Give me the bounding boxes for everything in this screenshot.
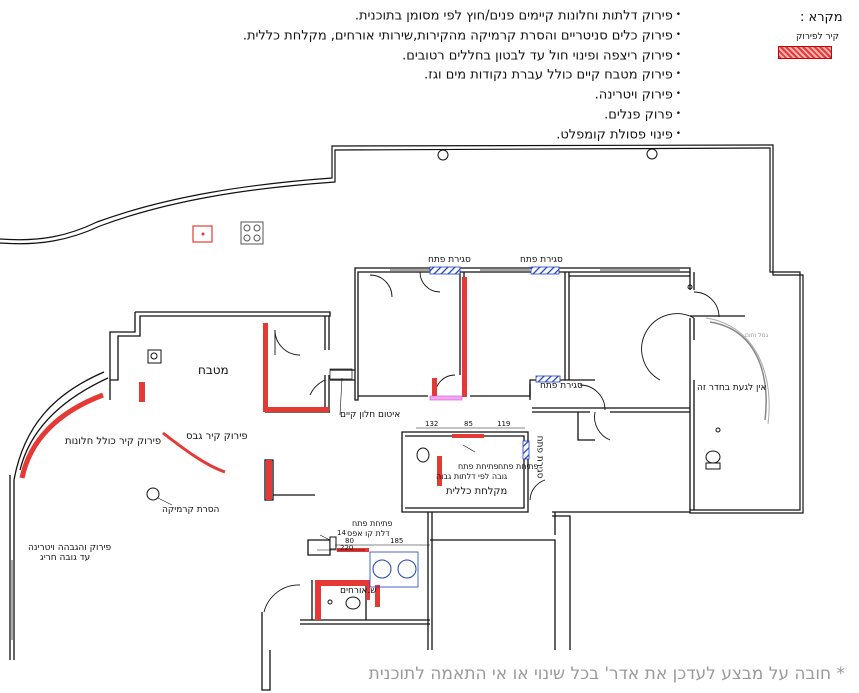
balcony-arc xyxy=(709,321,767,421)
note-item: פינוי פסולת קומפלט. xyxy=(161,125,681,145)
label-to-height: עד גובה חריג xyxy=(40,553,91,563)
label-door-close: סגירת פתח xyxy=(540,381,583,391)
dimension-lines xyxy=(317,427,525,551)
label-small-note: גמל וחום xyxy=(745,332,769,339)
label-door-close-vertical: סגירת פתח xyxy=(534,435,545,479)
label-window-existing: איטום חלון קיים xyxy=(340,410,401,420)
label-bathroom-general: מקלחת כללית xyxy=(446,486,508,497)
dimension-85: 85 xyxy=(464,420,473,428)
demolish-curved-wall xyxy=(19,392,104,479)
label-opening-height: גובה לפי דלתות גבוה xyxy=(436,472,508,481)
label-no-touch-room: אין לגעת בחדר זה xyxy=(697,383,767,393)
note-item: פירוק דלתות וחלונות קיימים פנים/חוץ לפי … xyxy=(161,6,681,26)
label-door-close: סגירת פתח xyxy=(520,255,563,265)
outer-wall-bumps xyxy=(437,148,658,161)
label-guest-wc: ש.אורחים xyxy=(340,586,377,596)
dimension-132: 132 xyxy=(425,420,439,428)
label-opening: פתיחת פתח xyxy=(458,462,499,471)
note-item: פירוק ריצפה ופינוי חול עד לבטון בחללים ר… xyxy=(161,46,681,66)
demolition-notes: פירוק דלתות וחלונות קיימים פנים/חוץ לפי … xyxy=(161,6,681,144)
note-item: פירוק כלים סניטריים והסרת קרמיקה מהקירות… xyxy=(161,26,681,46)
label-opening: פתיחת פתח xyxy=(352,519,393,528)
legend-item-label: קיר לפירוק xyxy=(796,32,840,42)
demolish-gypsum-arc xyxy=(162,431,226,474)
interior-walls xyxy=(9,267,745,691)
label-opening: פתיחת פתח xyxy=(498,462,539,471)
door-closings xyxy=(429,266,561,460)
windows xyxy=(11,269,680,640)
leader-lines xyxy=(157,377,476,541)
footer-note: * חובה על מבצע לעדכן את אדר' בכל שינוי א… xyxy=(368,664,845,684)
dimension-14: 14 xyxy=(337,529,346,537)
label-wall-window-demo: פירוק קיר כולל חלונות xyxy=(65,436,162,447)
dimension-220: 220 xyxy=(340,544,354,552)
door-swings xyxy=(263,271,720,613)
dimension-119: 119 xyxy=(497,420,511,428)
label-door-to-ceiling: דלת קו אפס xyxy=(347,529,390,538)
note-item: פירוק ויטרינה. xyxy=(161,85,681,105)
legend-demolish-swatch xyxy=(778,46,832,59)
note-item: פרוק פנלים. xyxy=(161,105,681,125)
label-ceramic-column: הסרת קרמיקה xyxy=(162,505,220,515)
note-item: פירוק מטבח קיים כולל עברת נקודות מים וגז… xyxy=(161,65,681,85)
legend-title: מקרא : xyxy=(800,10,843,25)
label-kitchen: מטבח xyxy=(198,363,229,377)
dimension-80: 80 xyxy=(345,537,354,545)
dimension-185: 185 xyxy=(390,537,404,545)
opening-mark xyxy=(429,395,463,401)
fixtures xyxy=(146,221,721,610)
label-door-close: סגירת פתח xyxy=(428,255,471,265)
label-gypsum-demo: פירוק קיר גבס xyxy=(186,431,248,442)
label-demolish-vitrine: פירוק והגבהה ויטרינה xyxy=(28,543,112,553)
